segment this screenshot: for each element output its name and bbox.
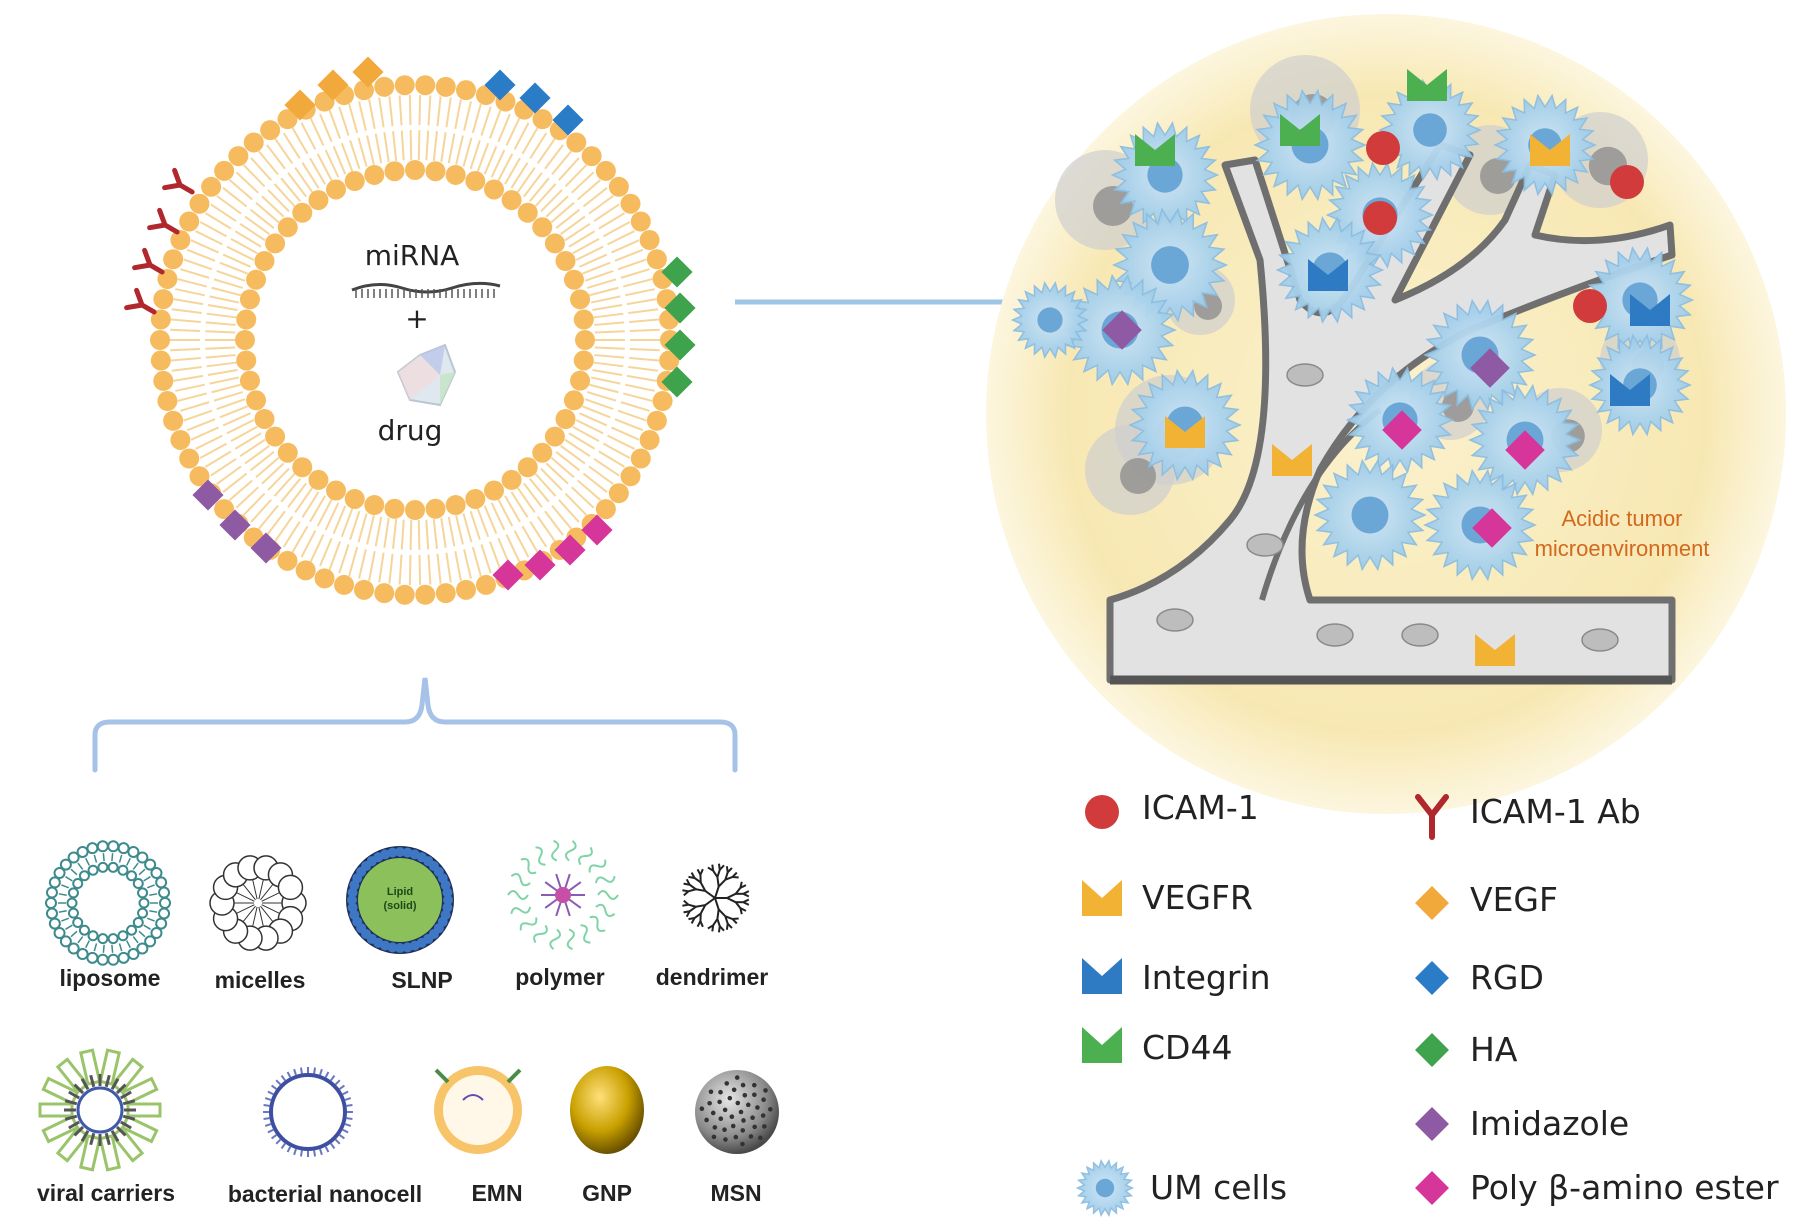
bacterial-nanocell-icon [263, 1067, 353, 1157]
legend-label-cd44: CD44 [1142, 1028, 1232, 1067]
icam1-marker [1573, 289, 1607, 323]
tumor-label-line1: Acidic tumor [1561, 506, 1682, 531]
cargo-plus-label: + [405, 302, 428, 335]
slnp-inner-line2: (solid) [384, 900, 417, 912]
carrier-label-dendrimer: dendrimer [612, 964, 812, 991]
icam1-antibody [165, 170, 198, 200]
viral-carrier-icon [40, 1050, 160, 1170]
legend-integrin-icon [1082, 958, 1122, 994]
dendrimer-icon [682, 864, 748, 933]
liposome-icon [46, 841, 170, 965]
legend-icam1-icon [1085, 795, 1119, 829]
cargo-drug-label: drug [378, 414, 443, 447]
slnp-inner-line1: Lipid [387, 886, 413, 898]
cargo-mirna-label: miRNA [365, 239, 460, 272]
legend-label-rgd: RGD [1470, 958, 1544, 997]
legend-label-vegfr: VEGFR [1142, 878, 1253, 917]
legend-cd44-icon [1082, 1027, 1122, 1063]
icam1-marker [1363, 201, 1397, 235]
legend-label-imidazole: Imidazole [1470, 1104, 1629, 1143]
legend-ha-icon [1415, 1033, 1449, 1067]
polymer-icon [508, 840, 618, 950]
red-blood-cell [1247, 534, 1283, 556]
red-blood-cell [1287, 364, 1323, 386]
legend-label-pbae: Poly β-amino ester [1470, 1168, 1779, 1207]
carrier-label-viral: viral carriers [6, 1180, 206, 1207]
legend-icons [1078, 795, 1449, 1215]
legend-vegfr-icon [1082, 880, 1122, 916]
red-blood-cell [1582, 629, 1618, 651]
carrier-bracket [95, 678, 735, 770]
legend-label-um-cells: UM cells [1150, 1168, 1287, 1207]
legend-vegf-icon [1415, 886, 1449, 920]
red-blood-cell [1157, 609, 1193, 631]
legend-rgd-icon [1415, 961, 1449, 995]
legend-label-integrin: Integrin [1142, 958, 1271, 997]
drug-crystal-icon [398, 345, 455, 405]
micelle-icon [210, 856, 306, 950]
tumor-microenvironment: Acidic tumor microenvironment [986, 14, 1786, 814]
legend-label-icam1-ab: ICAM-1 Ab [1470, 792, 1641, 831]
mirna-strand [352, 283, 500, 298]
tumor-label-line2: microenvironment [1535, 536, 1710, 561]
gnp-icon [570, 1066, 644, 1154]
legend-label-icam1: ICAM-1 [1142, 788, 1259, 827]
red-blood-cell [1317, 624, 1353, 646]
red-blood-cell [1402, 624, 1438, 646]
icam1-marker [1610, 165, 1644, 199]
legend-pbae-icon [1415, 1171, 1449, 1205]
legend-um-cell-icon [1078, 1161, 1133, 1215]
icam1-marker [1366, 131, 1400, 165]
legend-imidazole-icon [1415, 1107, 1449, 1141]
legend-label-ha: HA [1470, 1030, 1517, 1069]
carrier-label-msn: MSN [636, 1180, 836, 1207]
emn-icon [434, 1066, 522, 1154]
legend-label-vegf: VEGF [1470, 880, 1558, 919]
msn-icon [695, 1070, 779, 1154]
